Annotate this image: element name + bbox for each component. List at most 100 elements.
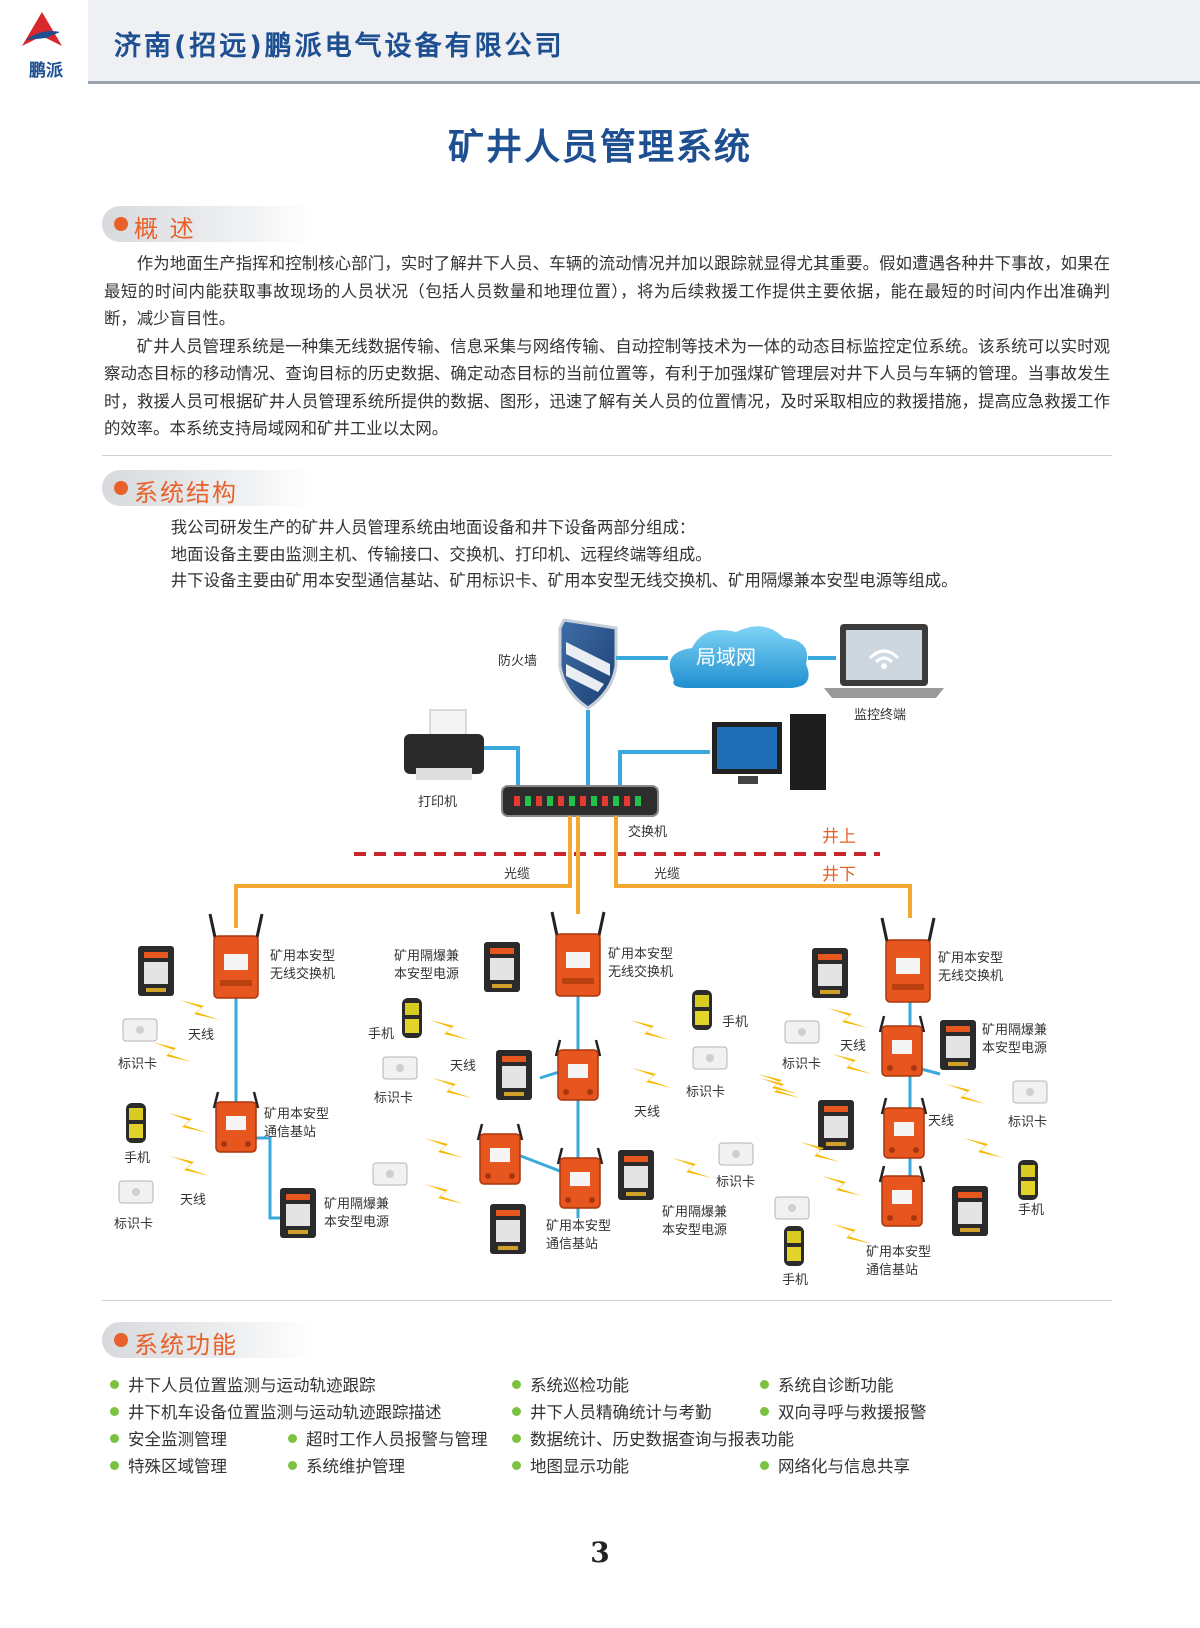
function-item: 特殊区域管理 (110, 1453, 227, 1477)
switch-port-led (635, 796, 641, 806)
monitor-terminal: 监控终端 (824, 624, 944, 723)
function-item: 井下机车设备位置监测与运动轨迹跟踪描述 (110, 1399, 442, 1423)
firewall-label: 防火墙 (498, 653, 537, 669)
power-supply-icon (940, 1020, 976, 1070)
wireless-switch-label-3: 矿用本安型无线交换机 (938, 951, 1003, 984)
fiber-label-right: 光缆 (654, 866, 680, 882)
computer-tower-icon (790, 714, 826, 790)
logo-text: 鹏派 (29, 61, 63, 81)
fiber-label-left: 光缆 (504, 866, 530, 882)
function-item: 网络化与信息共享 (760, 1453, 910, 1477)
power-supply-icon (484, 942, 520, 992)
antenna-label: 天线 (634, 1105, 660, 1120)
switch-port-led (514, 796, 520, 806)
switch-port-led (558, 796, 564, 806)
phone-icon (1018, 1160, 1038, 1200)
phone-icon (784, 1226, 804, 1266)
section-heading-structure: 系统结构 (102, 470, 312, 507)
switch-port-led (569, 796, 575, 806)
power-supply-label-2: 矿用隔爆兼本安型电源 (394, 949, 459, 982)
function-item: 井下人员精确统计与考勤 (512, 1399, 712, 1423)
overview-paragraph: 作为地面生产指挥和控制核心部门，实时了解井下人员、车辆的流动情况并加以跟踪就显得… (104, 254, 1110, 328)
monitoring-host (712, 714, 826, 790)
function-item: 系统巡检功能 (512, 1372, 629, 1396)
comm-base-station-icon (476, 1122, 524, 1186)
phone-label: 手机 (1018, 1203, 1044, 1218)
id-card-icon (382, 1056, 418, 1080)
structure-line: 地面设备主要由监测主机、传输接口、交换机、打印机、远程终端等组成。 (170, 544, 712, 564)
antenna-label: 天线 (188, 1028, 214, 1043)
function-item: 数据统计、历史数据查询与报表功能 (512, 1426, 794, 1450)
printer: 打印机 (404, 709, 484, 810)
company-name: 济南(招远)鹏派电气设备有限公司 (114, 31, 565, 62)
cloud-icon (669, 626, 809, 688)
section-heading-overview: 概 述 (102, 206, 312, 243)
wireless-switch-icon (550, 910, 606, 998)
header-band: 济南(招远)鹏派电气设备有限公司 (88, 0, 1200, 84)
wireless-switch-label-1: 矿用本安型无线交换机 (270, 949, 335, 982)
power-supply-icon (952, 1186, 988, 1236)
switch-port-led (547, 796, 553, 806)
printer-label: 打印机 (418, 795, 457, 810)
function-item: 系统维护管理 (288, 1453, 405, 1477)
power-supply-label-1: 矿用隔爆兼本安型电源 (324, 1197, 389, 1230)
antenna-label: 天线 (928, 1114, 954, 1129)
antenna-label: 天线 (180, 1193, 206, 1208)
comm-base-station-label-3: 矿用本安型通信基站 (866, 1245, 931, 1278)
power-supply-icon (818, 1100, 854, 1150)
company-logo: 鹏派 (0, 0, 88, 84)
overview-text: 作为地面生产指挥和控制核心部门，实时了解井下人员、车辆的流动情况并加以跟踪就显得… (104, 250, 1110, 443)
power-supply-icon (618, 1150, 654, 1200)
id-card-icon (1012, 1080, 1048, 1104)
power-supply-icon (812, 948, 848, 998)
network-switch: 交换机 (501, 785, 667, 840)
firewall: 防火墙 (498, 618, 618, 710)
section-heading-label: 概 述 (134, 215, 196, 243)
id-card-icon (784, 1020, 820, 1044)
antenna-label: 天线 (450, 1059, 476, 1074)
above-ground-label: 井上 (822, 827, 856, 847)
function-item: 系统自诊断功能 (760, 1372, 894, 1396)
structure-line: 井下设备主要由矿用本安型通信基站、矿用标识卡、矿用本安型无线交换机、矿用隔爆兼本… (170, 571, 958, 590)
phone-label: 手机 (124, 1151, 150, 1166)
comm-base-station-icon (880, 1096, 928, 1160)
switch-label: 交换机 (628, 824, 667, 840)
id-card-label: 标识卡 (1008, 1115, 1047, 1130)
phone-icon (126, 1103, 146, 1143)
switch-port-led (525, 796, 531, 806)
section-heading-label: 系统功能 (134, 1331, 238, 1359)
id-card-icon (692, 1046, 728, 1070)
section-heading-label: 系统结构 (134, 479, 238, 507)
comm-base-station-icon (878, 1014, 926, 1078)
page-number: 3 (590, 1536, 610, 1569)
function-item: 井下人员位置监测与运动轨迹跟踪 (110, 1372, 376, 1396)
bullet-dot (114, 481, 128, 495)
system-structure-diagram: 防火墙 局域网 监控终端 打印机 交换机 井上 井下 光缆 (114, 618, 1048, 1288)
switch-port-led (580, 796, 586, 806)
id-card-icon (122, 1018, 158, 1042)
power-supply-icon (490, 1204, 526, 1254)
id-card-icon (774, 1196, 810, 1220)
id-card-label: 标识卡 (114, 1217, 153, 1232)
page-header: 鹏派 济南(招远)鹏派电气设备有限公司 (0, 0, 1200, 84)
phone-label: 手机 (782, 1273, 808, 1288)
power-supply-label-3: 矿用隔爆兼本安型电源 (662, 1205, 727, 1238)
wireless-switch-label-2: 矿用本安型无线交换机 (608, 947, 673, 980)
switch-port-led (613, 796, 619, 806)
switch-port-led (602, 796, 608, 806)
comm-base-station-icon (878, 1164, 926, 1228)
phone-icon (692, 990, 712, 1030)
monitor-terminal-label: 监控终端 (854, 707, 906, 723)
power-supply-icon (280, 1188, 316, 1238)
overview-paragraph: 矿井人员管理系统是一种集无线数据传输、信息采集与网络传输、自动控制等技术为一体的… (104, 336, 1110, 439)
phone-label: 手机 (368, 1027, 394, 1042)
section-heading-functions: 系统功能 (102, 1322, 312, 1359)
structure-text: 我公司研发生产的矿井人员管理系统由地面设备和井下设备两部分组成： 地面设备主要由… (104, 515, 1110, 595)
id-card-icon (118, 1180, 154, 1204)
function-item: 超时工作人员报警与管理 (288, 1426, 488, 1450)
structure-line: 我公司研发生产的矿井人员管理系统由地面设备和井下设备两部分组成： (170, 518, 696, 537)
lan-cloud: 局域网 (669, 626, 809, 688)
comm-base-station-icon (556, 1146, 604, 1210)
switch-port-led (591, 796, 597, 806)
id-card-icon (372, 1162, 408, 1186)
